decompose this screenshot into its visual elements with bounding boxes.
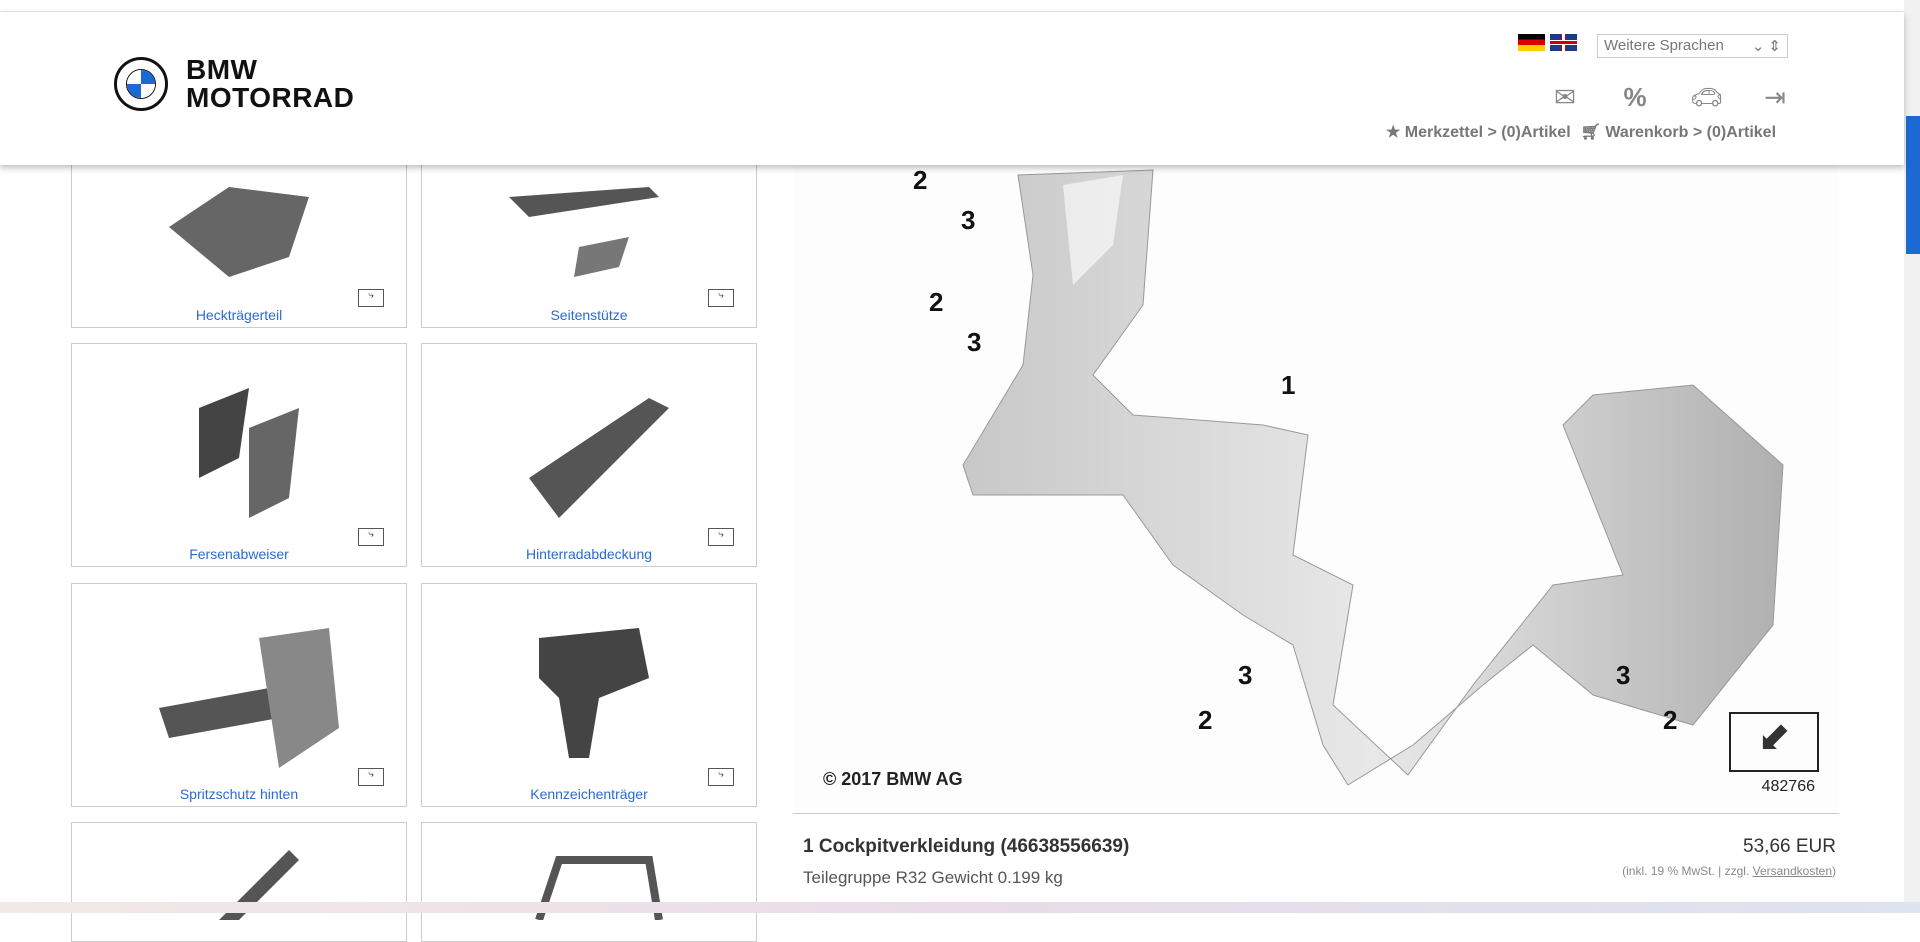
chevron-right-icon: > (1692, 124, 1703, 141)
part-diagram-image (462, 599, 716, 776)
part-diagram-image (112, 156, 366, 297)
tax-note: (inkl. 19 % MwSt. | zzgl. Versandkosten) (1622, 864, 1836, 878)
callout-label: 2 (1663, 705, 1678, 735)
thumbnail-label: Spritzschutz hinten (179, 786, 299, 802)
diagram-nav-icon: ⤷ (708, 289, 734, 307)
callout-label: 3 (961, 205, 976, 235)
divider (793, 813, 1839, 814)
bmw-roundel-icon (114, 57, 168, 111)
page-scrollbar[interactable] (1904, 0, 1920, 913)
uk-flag-icon[interactable] (1550, 34, 1577, 51)
german-flag-icon[interactable] (1518, 34, 1545, 51)
chevron-down-icon: ⌄ ⇕ (1751, 38, 1781, 55)
main-diagram: 2 3 2 3 1 3 2 3 2 © 2017 BMW AG ⬋ 482766 (793, 165, 1837, 808)
chevron-right-icon: > (1487, 124, 1497, 141)
diagram-nav-icon: ⤷ (358, 768, 384, 786)
wishlist-label: Merkzettel (1404, 124, 1484, 141)
wishlist-count: (0)Artikel (1501, 124, 1571, 141)
part-diagram-image (112, 359, 366, 536)
cart-count: (0)Artikel (1706, 124, 1777, 141)
wishlist-link[interactable]: ★ Merkzettel > (0)Artikel (1386, 122, 1571, 142)
thumbnail-label: Heckträgerteil (195, 307, 283, 323)
thumbnail-heckträgerteil[interactable]: ⤷ Heckträgerteil (71, 140, 407, 328)
part-title: 1 Cockpitverkleidung (46638556639) (803, 836, 1130, 857)
login-icon[interactable]: ⇥ (1764, 82, 1786, 112)
copyright-text: © 2017 BMW AG (823, 769, 963, 789)
car-icon[interactable]: 🚗︎ (1690, 82, 1724, 112)
part-diagram-image (462, 156, 716, 297)
diagram-nav-icon: ⤷ (358, 289, 384, 307)
cart-link[interactable]: 🛒︎ Warenkorb > (0)Artikel (1581, 122, 1776, 142)
thumbnail-fersenabweiser[interactable]: ⤷ Fersenabweiser (71, 343, 407, 567)
diagram-nav-icon: ⤷ (708, 528, 734, 546)
brand-line2: MOTORRAD (186, 82, 355, 113)
cockpit-fairing-diagram (962, 169, 1784, 786)
star-icon: ★ (1386, 124, 1401, 141)
thumbnail-label: Kennzeichenträger (530, 786, 648, 802)
percent-icon[interactable]: % (1623, 82, 1647, 112)
callout-label: 2 (929, 287, 944, 317)
mail-icon[interactable]: ✉ (1554, 82, 1576, 112)
callout-label: 3 (1616, 660, 1631, 690)
scrollbar-thumb[interactable] (1906, 116, 1920, 254)
part-diagram-image (462, 359, 716, 536)
cart-label: Warenkorb (1605, 124, 1689, 141)
tax-text: (inkl. 19 % MwSt. | zzgl. (1622, 864, 1753, 878)
browser-top (0, 0, 1904, 12)
thumbnail-item[interactable] (421, 822, 757, 942)
callout-label: 2 (913, 165, 928, 195)
thumbnail-seitenstütze[interactable]: ⤷ Seitenstütze (421, 140, 757, 328)
shipping-cost-link[interactable]: Versandkosten (1752, 864, 1832, 878)
language-select[interactable]: Weitere Sprachen ⌄ ⇕ (1597, 34, 1788, 58)
part-subtitle: Teilegruppe R32 Gewicht 0.199 kg (803, 868, 1063, 887)
part-diagram-image (462, 838, 716, 920)
part-price: 53,66 EUR (1743, 836, 1836, 857)
thumbnail-spritzschutz-hinten[interactable]: ⤷ Spritzschutz hinten (71, 583, 407, 807)
callout-label: 3 (967, 327, 982, 357)
brand-line1: BMW (186, 54, 258, 85)
thumbnail-label: Seitenstütze (550, 307, 628, 323)
thumbnail-label: Hinterradabdeckung (525, 546, 653, 562)
callout-label: 3 (1238, 660, 1253, 690)
language-select-value: Weitere Sprachen (1604, 37, 1724, 54)
thumbnail-kennzeichenträger[interactable]: ⤷ Kennzeichenträger (421, 583, 757, 807)
thumbnail-label: Fersenabweiser (189, 546, 289, 562)
part-diagram-image (112, 599, 366, 776)
cart-icon: 🛒︎ (1580, 124, 1601, 141)
diagram-nav-icon: ⤷ (708, 768, 734, 786)
callout-label: 1 (1281, 370, 1296, 400)
diagram-number: 482766 (1761, 778, 1815, 795)
thumbnail-hinterradabdeckung[interactable]: ⤷ Hinterradabdeckung (421, 343, 757, 567)
diagram-orientation-icon: ⬋ (1729, 712, 1819, 772)
tax-text-end: ) (1832, 864, 1836, 878)
diagram-nav-icon: ⤷ (358, 528, 384, 546)
part-diagram-image (112, 838, 366, 920)
os-taskbar (0, 902, 1920, 913)
callout-label: 2 (1198, 705, 1213, 735)
thumbnail-item[interactable] (71, 822, 407, 942)
